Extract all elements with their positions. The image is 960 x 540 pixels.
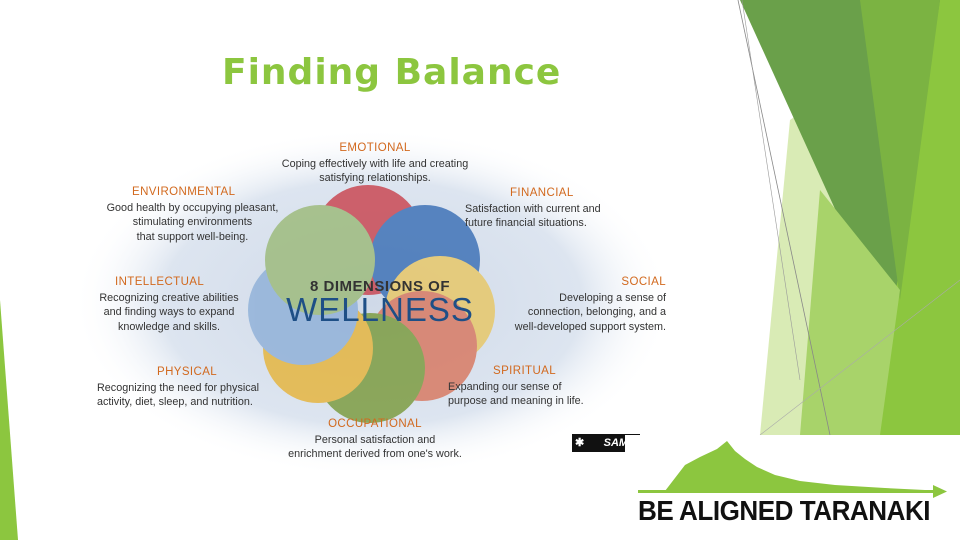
wellness-wheel-graphic <box>72 128 672 470</box>
brand-text: BE ALIGNED TARANAKI <box>638 495 931 526</box>
mountain-shape <box>665 441 935 493</box>
dimension-description: Developing a sense of connection, belong… <box>514 291 666 333</box>
dimension-emotional: EMOTIONAL Coping effectively with life a… <box>255 141 495 186</box>
deco-line-2 <box>741 0 801 381</box>
dimension-name: SPIRITUAL <box>493 365 557 377</box>
wheel-halo <box>72 128 672 470</box>
dimension-description: Satisfaction with current and future fin… <box>465 202 601 230</box>
dimension-name: PHYSICAL <box>157 366 218 378</box>
dimension-name: INTELLECTUAL <box>115 276 205 288</box>
dimension-description: Coping effectively with life and creatin… <box>281 157 469 185</box>
dimension-description: Expanding our sense of purpose and meani… <box>448 380 584 408</box>
dimension-description: Recognizing creative abilities and findi… <box>99 291 239 333</box>
dimension-physical: PHYSICAL Recognizing the need for physic… <box>97 365 297 410</box>
wheel-center-line1: 8 DIMENSIONS OF <box>309 278 451 295</box>
deco-facet-accent <box>800 190 900 435</box>
dimension-description: Personal satisfaction and enrichment der… <box>288 433 462 461</box>
deco-left-sliver <box>0 300 18 540</box>
arrow-head <box>933 485 947 498</box>
wellness-wheel-image: 8 DIMENSIONS OF WELLNESS EMOTIONAL Copin… <box>60 118 685 470</box>
dimension-name: EMOTIONAL <box>339 142 411 154</box>
brand-logo: BE ALIGNED TARANAKI <box>625 435 960 540</box>
circle-environmental <box>265 205 375 315</box>
dimension-financial: FINANCIAL Satisfaction with current and … <box>465 186 665 231</box>
deco-line-3 <box>759 279 960 436</box>
dimension-spiritual: SPIRITUAL Expanding our sense of purpose… <box>448 364 648 409</box>
samhsa-star-icon: ✱ <box>575 437 585 449</box>
dimension-name: ENVIRONMENTAL <box>132 186 236 198</box>
dimension-description: Good health by occupying pleasant, stimu… <box>106 201 279 243</box>
dimension-description: Recognizing the need for physical activi… <box>97 381 260 409</box>
mountain-arrow-icon <box>638 441 947 498</box>
dimension-social: SOCIAL Developing a sense of connection,… <box>480 275 666 334</box>
dimension-name: SOCIAL <box>621 276 666 288</box>
dimension-name: FINANCIAL <box>510 187 574 199</box>
slide-title: Finding Balance <box>222 52 562 93</box>
dimension-environmental: ENVIRONMENTAL Good health by occupying p… <box>90 185 295 244</box>
arrow-shaft <box>638 490 935 493</box>
dimension-occupational: OCCUPATIONAL Personal satisfaction and e… <box>255 417 495 462</box>
wheel-center-line2: WELLNESS <box>286 291 474 328</box>
deco-facet-mid <box>860 0 940 300</box>
dimension-intellectual: INTELLECTUAL Recognizing creative abilit… <box>84 275 254 334</box>
dimension-name: OCCUPATIONAL <box>328 418 422 430</box>
